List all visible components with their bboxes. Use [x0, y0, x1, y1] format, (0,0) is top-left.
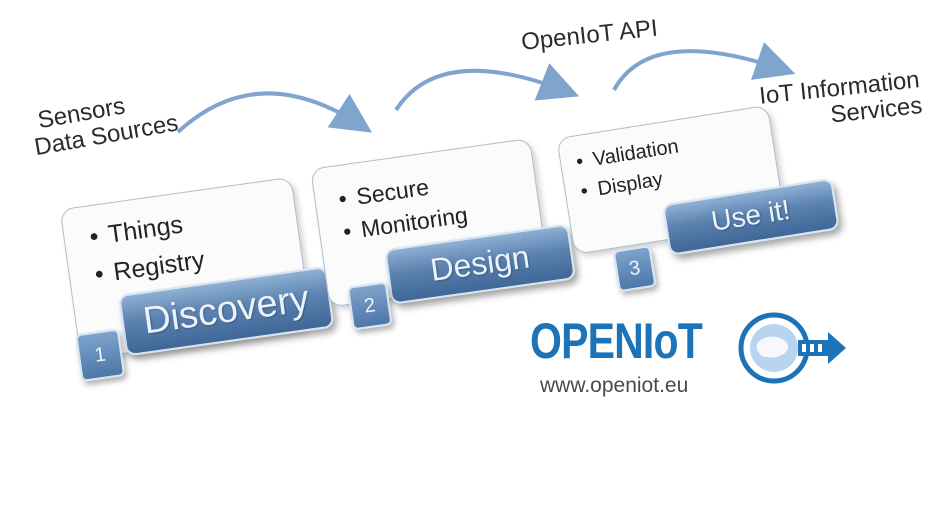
diagram-canvas: Sensors Data Sources OpenIoT API IoT Inf…	[0, 0, 930, 408]
flow-arrow-2	[394, 63, 580, 112]
logo-wordmark: OPENIoT	[530, 313, 703, 369]
flow-arrow-3	[612, 41, 796, 91]
flow-arrows	[176, 41, 796, 134]
logo-globe-icon	[738, 312, 846, 384]
step-number-3: 3	[612, 244, 657, 293]
flow-arrow-1	[176, 91, 373, 134]
logo-url[interactable]: www.openiot.eu	[540, 374, 689, 397]
openiot-logo: OPENIoT www.openiot.eu	[530, 312, 870, 408]
